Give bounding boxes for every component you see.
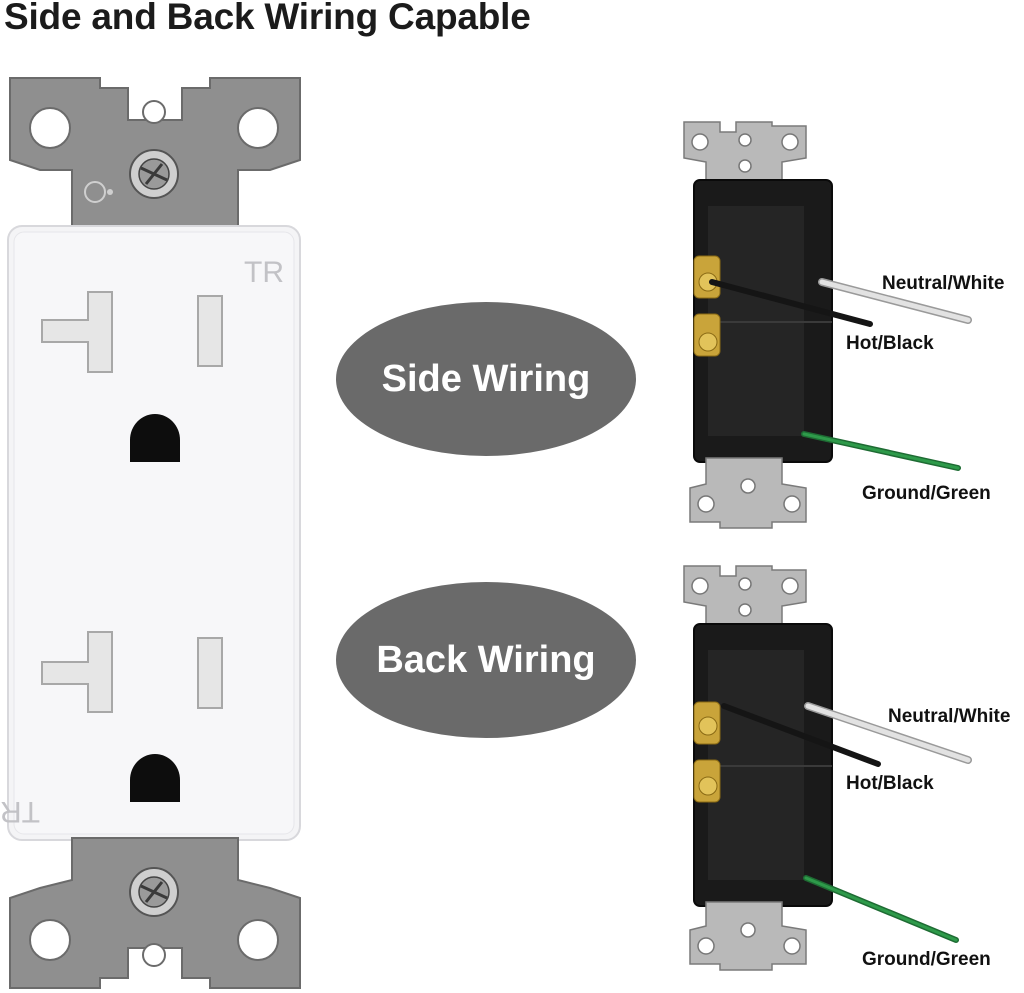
page-title: Side and Back Wiring Capable bbox=[4, 0, 531, 37]
back-wiring-label: Back Wiring bbox=[376, 638, 596, 681]
lower-receptacle bbox=[41, 631, 223, 802]
side-wiring-badge: Side Wiring bbox=[336, 302, 636, 456]
back-hot-wire bbox=[721, 703, 881, 767]
upper-receptacle bbox=[41, 291, 223, 462]
side-top-strap bbox=[683, 121, 807, 187]
tr-marking-bottom: TR bbox=[0, 795, 40, 828]
tr-marking-top: TR bbox=[244, 256, 284, 289]
back-wiring-diagram bbox=[683, 565, 972, 971]
back-top-strap bbox=[683, 565, 807, 631]
side-wiring-label: Side Wiring bbox=[381, 357, 591, 400]
ul-listed-mark bbox=[84, 181, 113, 203]
back-ground-label: Ground/Green bbox=[862, 949, 991, 970]
back-brass-terminals bbox=[693, 701, 721, 803]
top-strap-screw bbox=[129, 149, 179, 199]
back-hot-label: Hot/Black bbox=[846, 773, 934, 794]
side-bottom-strap bbox=[689, 457, 807, 529]
side-wiring-diagram bbox=[683, 121, 972, 529]
side-ground-label: Ground/Green bbox=[862, 483, 991, 504]
side-neutral-label: Neutral/White bbox=[882, 273, 1005, 294]
side-hot-label: Hot/Black bbox=[846, 333, 934, 354]
bottom-strap-screw bbox=[129, 867, 179, 917]
side-hot-wire bbox=[709, 279, 873, 327]
back-neutral-label: Neutral/White bbox=[888, 706, 1011, 727]
back-bottom-strap bbox=[689, 901, 807, 971]
back-wiring-badge: Back Wiring bbox=[336, 582, 636, 738]
outlet-face bbox=[7, 225, 301, 841]
